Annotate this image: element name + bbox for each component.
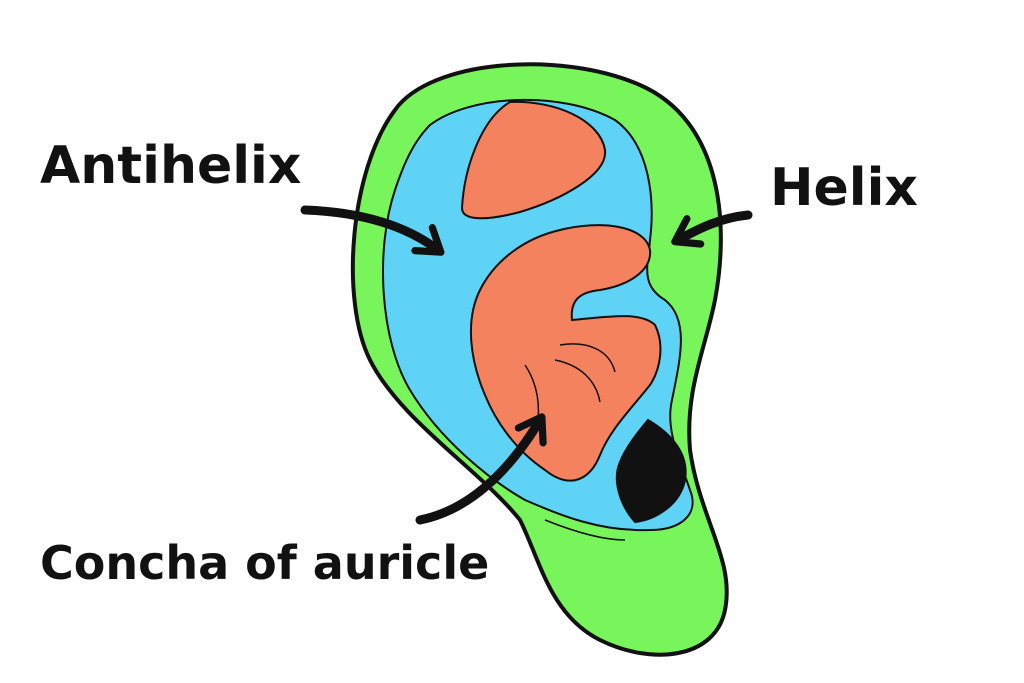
concha-arrow — [415, 413, 547, 525]
helix-label: Helix — [770, 158, 918, 218]
concha-fold-line — [559, 343, 616, 373]
helix-arrow — [671, 210, 753, 248]
concha-label: Concha of auricle — [40, 536, 490, 590]
lobe-fold-line — [544, 519, 626, 541]
concha-fold-line — [554, 359, 601, 403]
ear-canal — [615, 418, 687, 524]
antihelix-label: Antihelix — [40, 136, 302, 196]
upper-concha-region — [460, 100, 607, 220]
antihelix-arrow — [300, 205, 445, 256]
